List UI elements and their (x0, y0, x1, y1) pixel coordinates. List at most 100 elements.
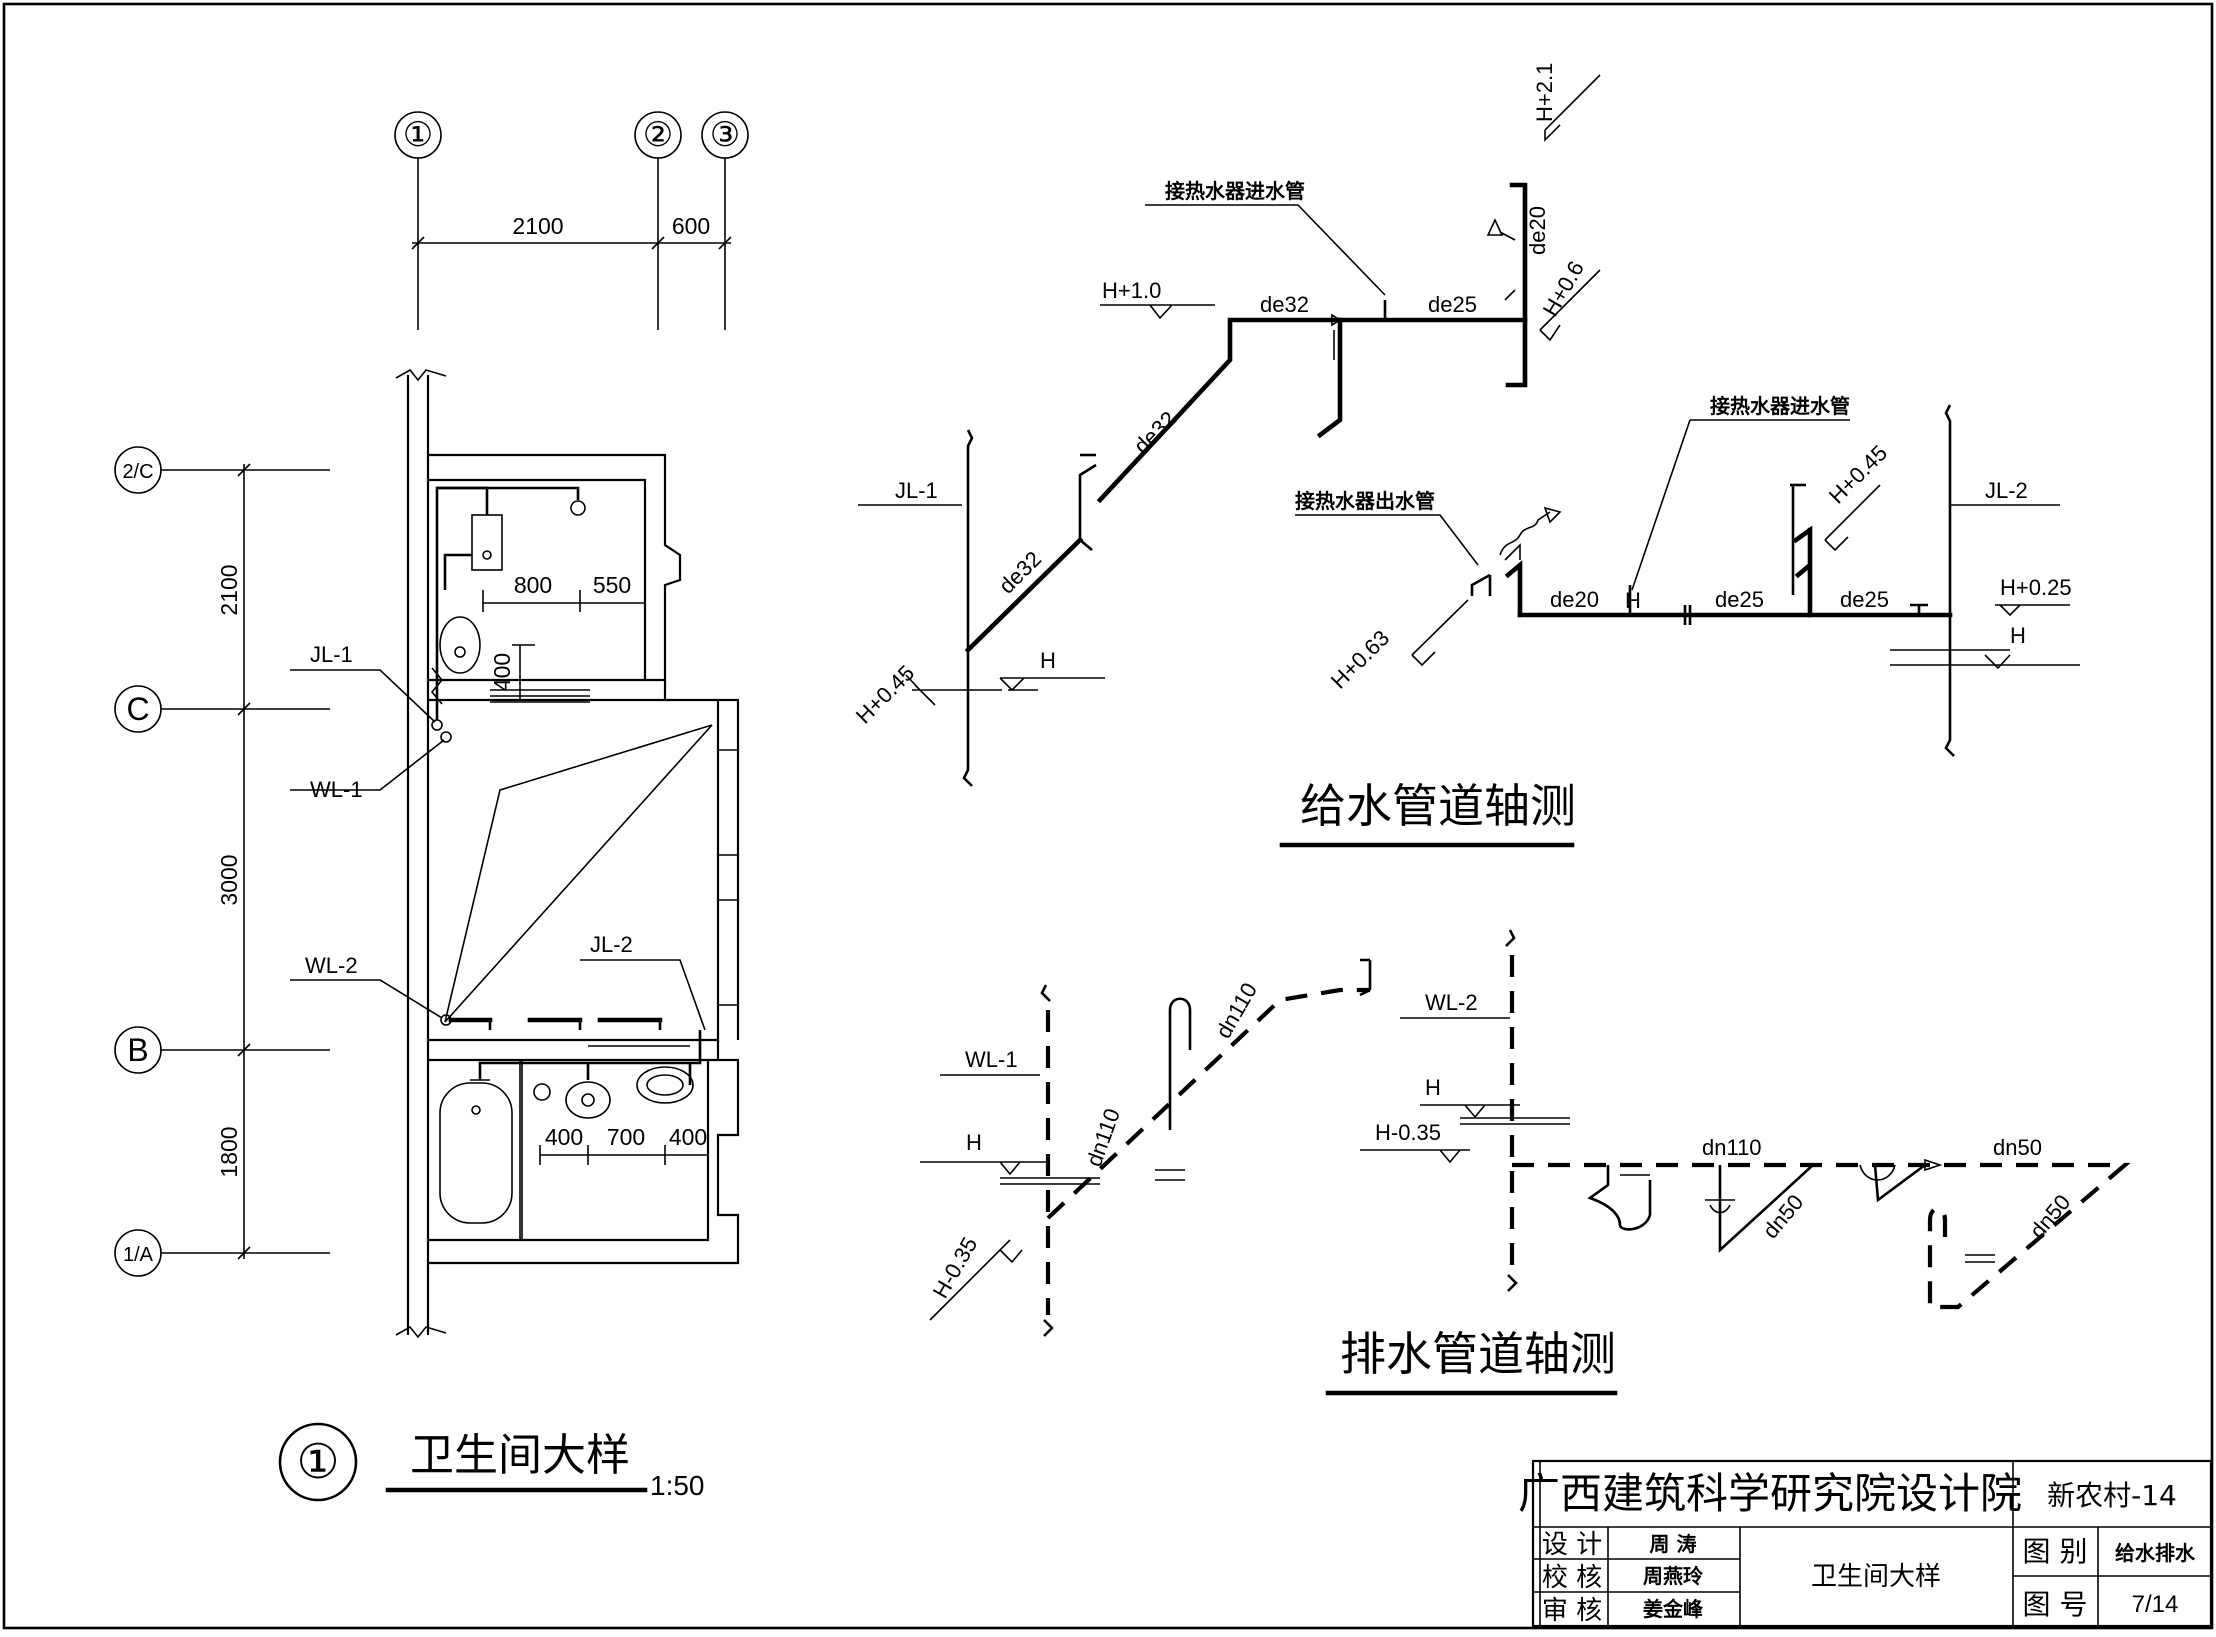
water-heater-icon (471, 514, 503, 571)
size-de32-c: de32 (994, 546, 1046, 598)
name-review: 姜金峰 (1643, 1597, 1703, 1621)
elev-h-left: H (1040, 648, 1056, 673)
plan-walls (395, 368, 740, 1339)
drawing-name: 卫生间大样 (1811, 1562, 1941, 1592)
floor-drain-icon-2 (533, 1083, 551, 1101)
drain-elev-h-left: H (966, 1130, 982, 1155)
shower-area (444, 724, 713, 1023)
plan-detail-number: ① (296, 1436, 339, 1489)
svg-text:700: 700 (607, 1124, 645, 1150)
label-wl1: WL-1 (310, 777, 363, 802)
name-check: 周燕玲 (1643, 1564, 1704, 1588)
grid-bubble-2: ② (634, 111, 682, 330)
label-jl2: JL-2 (590, 932, 633, 957)
title-block: 广西建筑科学研究院设计院 新农村-14 设 计 校 核 审 核 周 涛 周燕玲 … (1518, 1459, 2213, 1628)
plan-scale: 1:50 (650, 1470, 705, 1501)
size-de32-b: de32 (1129, 406, 1181, 458)
svg-text:②: ② (643, 116, 673, 154)
grid-bubble-b: B (114, 1026, 330, 1074)
drain-label-wl2: WL-2 (1425, 990, 1478, 1015)
floor-drain-icon (570, 500, 586, 516)
svg-text:400: 400 (545, 1124, 583, 1150)
label-heater-out: 接热水器出水管 (1295, 489, 1435, 513)
drain-elev-h035-right: H-0.35 (1375, 1120, 1441, 1145)
supply-diagram-title: 给水管道轴测 (1300, 779, 1576, 833)
name-design: 周 涛 (1650, 1532, 1697, 1556)
svg-text:3000: 3000 (216, 854, 242, 905)
svg-text:①: ① (403, 116, 433, 154)
size-de25-b: de25 (1715, 587, 1764, 612)
svg-text:B: B (127, 1032, 148, 1068)
supply-label-jl1: JL-1 (895, 478, 938, 503)
size-dn110-c: dn110 (1702, 1135, 1762, 1160)
grid-bubble-1: ① (394, 111, 442, 330)
size-de25-c: de25 (1840, 587, 1889, 612)
svg-text:1800: 1800 (216, 1126, 242, 1177)
svg-text:600: 600 (672, 213, 710, 239)
drain-diagram-title: 排水管道轴测 (1340, 1327, 1616, 1381)
dimension-top: 2100 600 (411, 213, 732, 250)
toilet-icon-2 (565, 1081, 611, 1119)
plan-pipes (430, 486, 702, 1085)
supply-label-jl2: JL-2 (1985, 478, 2028, 503)
plan-inner-dims: 800 550 400 400 700 400 (482, 572, 709, 1165)
svg-text:2/C: 2/C (122, 461, 153, 483)
svg-text:400: 400 (489, 653, 515, 691)
elev-h025: H+0.25 (2000, 575, 2072, 600)
institute-name: 广西建筑科学研究院设计院 (1518, 1469, 2022, 1518)
grid-bubble-2c: 2/C (114, 446, 330, 494)
label-jl1: JL-1 (310, 642, 353, 667)
elev-h21: H+2.1 (1532, 63, 1557, 122)
role-review: 审 核 (1542, 1596, 1602, 1626)
svg-text:③: ③ (710, 116, 740, 154)
washbasin-icon (636, 1066, 694, 1104)
svg-text:550: 550 (593, 572, 631, 598)
size-dn110-b: dn110 (1211, 978, 1262, 1042)
elev-h045b: H+0.45 (1824, 440, 1892, 508)
svg-text:2100: 2100 (216, 564, 242, 615)
drain-label-wl1: WL-1 (965, 1047, 1018, 1072)
svg-text:800: 800 (514, 572, 552, 598)
role-design: 设 计 (1542, 1530, 1602, 1560)
svg-text:C: C (126, 691, 149, 727)
elev-h10: H+1.0 (1102, 278, 1161, 303)
valve-mark-h: H (1625, 588, 1641, 613)
plan-title: 卫生间大样 (410, 1430, 630, 1481)
bathroom-plan: ① ② ③ 2100 600 2/C (114, 111, 749, 1502)
plan-labels: JL-1 WL-1 WL-2 JL-2 (290, 642, 706, 1031)
toilet-icon (439, 616, 481, 674)
dimension-left: 2100 3000 1800 (216, 463, 251, 1260)
drain-isometric: WL-1 H H-0.35 dn110 dn110 WL-2 H H-0.35 … (920, 929, 2131, 1396)
bathtub-icon (439, 1082, 513, 1224)
size-de32-a: de32 (1260, 292, 1309, 317)
category-value: 给水排水 (2115, 1541, 2196, 1565)
size-de25-a: de25 (1428, 292, 1477, 317)
size-dn50-a: dn50 (1993, 1135, 2042, 1160)
elev-h063: H+0.63 (1326, 625, 1394, 693)
size-dn110-a: dn110 (1081, 1105, 1125, 1170)
label-wl2: WL-2 (305, 953, 358, 978)
label-heater-in-1: 接热水器进水管 (1165, 179, 1305, 203)
grid-bubble-c: C (114, 685, 330, 733)
plan-title-block: ① 卫生间大样 1:50 (278, 1422, 705, 1502)
role-check: 校 核 (1542, 1563, 1602, 1593)
grid-bubble-1a: 1/A (114, 1229, 330, 1277)
size-dn50-b: dn50 (1758, 1190, 1809, 1244)
drain-elev-h-right: H (1425, 1075, 1441, 1100)
elev-h045: H+0.45 (851, 660, 919, 728)
drain-elev-h035-left: H-0.35 (928, 1233, 983, 1303)
project-code: 新农村-14 (2047, 1479, 2177, 1512)
plan-fixtures (439, 500, 713, 1241)
number-value: 7/14 (2132, 1591, 2179, 1618)
svg-text:2100: 2100 (512, 213, 563, 239)
elev-h-right: H (2010, 623, 2026, 648)
riser-jl2 (1944, 404, 1955, 757)
label-heater-in-2: 接热水器进水管 (1710, 394, 1850, 418)
size-de20-b: de20 (1550, 587, 1599, 612)
svg-text:1/A: 1/A (123, 1244, 154, 1266)
riser-jl1 (962, 429, 974, 787)
size-de20-a: de20 (1525, 206, 1550, 255)
supply-isometric: JL-1 H+0.45 H H+1.0 H+2.1 H+0.6 de32 de3… (851, 63, 2080, 848)
